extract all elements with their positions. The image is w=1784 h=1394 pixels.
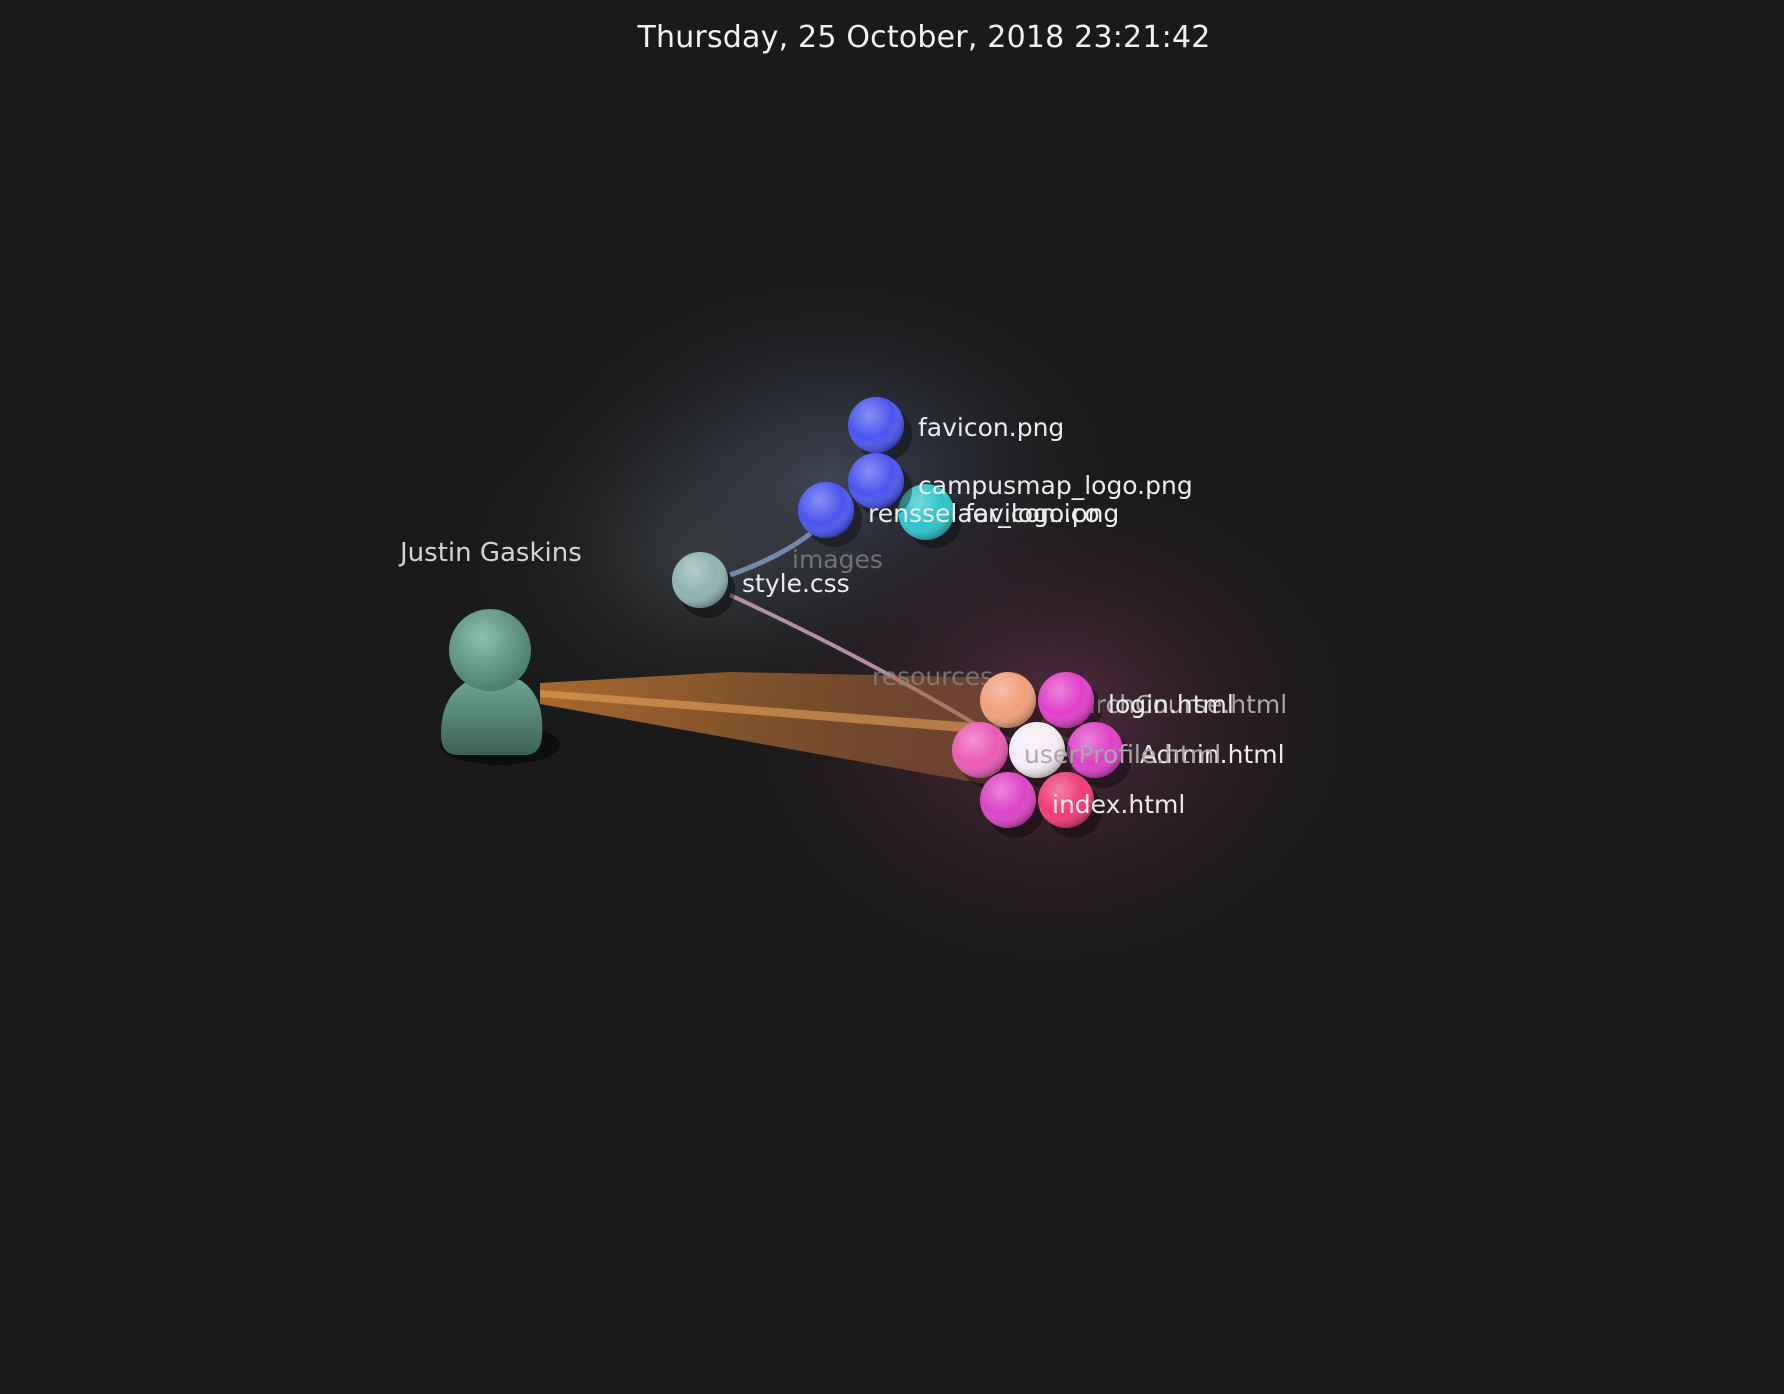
date-time-display: Thursday, 25 October, 2018 23:21:42 (637, 20, 1211, 55)
file-node-login-html[interactable]: login.html (1038, 672, 1234, 738)
file-node-admin-html[interactable]: Admin.html (1067, 722, 1285, 788)
file-label: userProfile.html (1024, 740, 1221, 769)
file-label: favicon.ico (965, 499, 1100, 528)
person-icon (440, 680, 543, 755)
file-label: rensselaer_logo.png (868, 499, 1119, 528)
file-label: favicon.png (918, 413, 1064, 442)
file-node-campusmap-logo-png[interactable]: campusmap_logo.png (848, 453, 1193, 518)
file-label: Admin.html (1140, 740, 1285, 769)
file-node-favicon-ico[interactable]: favicon.ico (898, 484, 1100, 548)
file-label: login.html (1108, 690, 1234, 719)
file-label: style.css (742, 569, 850, 598)
file-node-style-css[interactable]: style.css (672, 552, 850, 618)
file-label: index.html (1052, 790, 1185, 819)
person-head (449, 609, 531, 691)
activity-beam-highlight (540, 690, 1000, 735)
file-node-index-html[interactable]: index.html (1038, 772, 1185, 838)
directory-label-resources: resources (872, 662, 993, 691)
file-node-rensselaer-logo-png[interactable]: rensselaer_logo.png (798, 482, 1119, 547)
file-label: campusmap_logo.png (918, 471, 1193, 500)
file-node-pink[interactable] (952, 722, 1016, 788)
directory-label-images: images (792, 545, 883, 574)
user-avatar[interactable]: Justin Gaskins (398, 538, 582, 765)
file-node-favicon-png[interactable]: favicon.png (848, 397, 1064, 462)
file-node-userprofile-html[interactable]: userProfile.html (1009, 722, 1221, 788)
user-name: Justin Gaskins (398, 538, 582, 568)
file-node-magenta[interactable] (980, 772, 1044, 838)
